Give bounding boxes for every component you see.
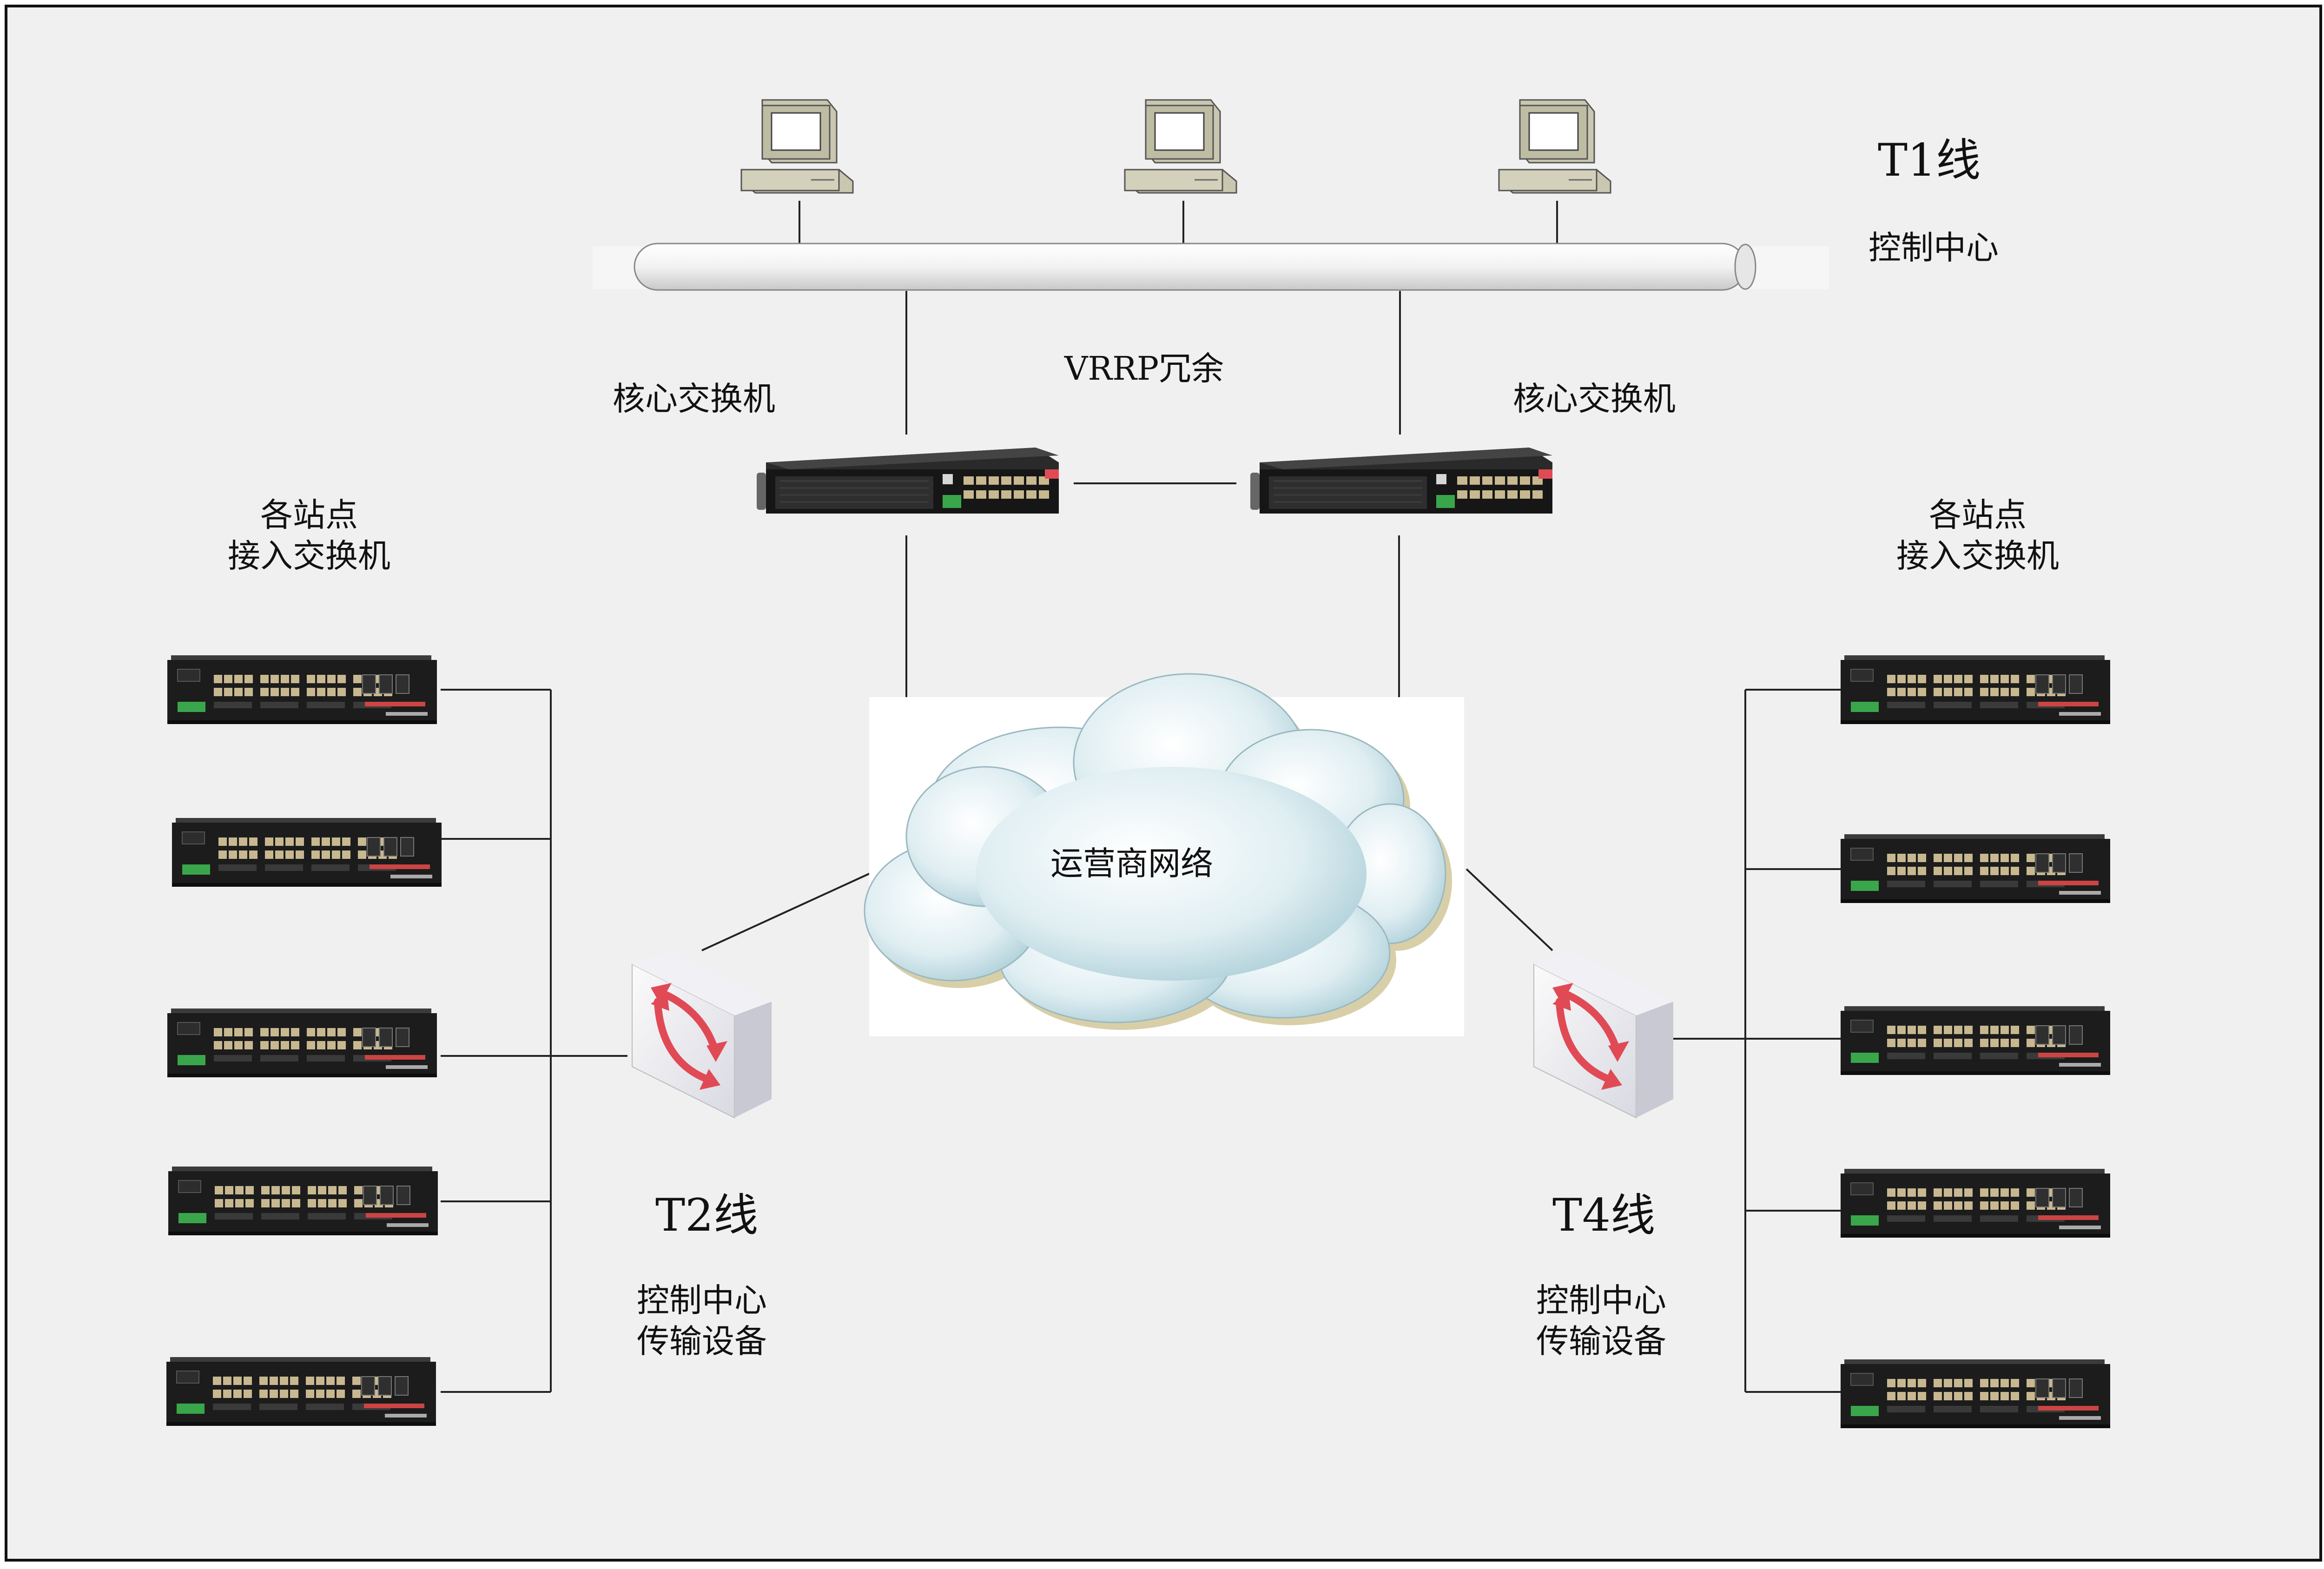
access-right-label: 各站点 接入交换机 bbox=[1887, 495, 2068, 576]
access-switch-group bbox=[166, 655, 2110, 1428]
rack-switch-icon bbox=[1250, 448, 1552, 514]
access-left-line-1: 各站点 bbox=[260, 496, 358, 534]
cloud-t2-link bbox=[701, 873, 870, 951]
control-center-bus bbox=[593, 243, 1829, 291]
cloud-t4-link bbox=[1466, 868, 1553, 951]
t4-center-line-1: 控制中心 bbox=[1536, 1281, 1666, 1319]
industrial-switch-icon bbox=[1841, 1169, 2110, 1238]
industrial-switch-icon bbox=[167, 1009, 437, 1077]
industrial-switch-icon bbox=[167, 655, 437, 724]
carrier-network-label: 运营商网络 bbox=[1050, 844, 1213, 883]
optical-transmission-icon bbox=[632, 950, 772, 1119]
industrial-switch-icon bbox=[168, 1167, 438, 1235]
t4-center-label: 控制中心 传输设备 bbox=[1527, 1280, 1676, 1362]
t2-center-line-1: 控制中心 bbox=[637, 1281, 767, 1319]
computer-icon bbox=[1498, 99, 1611, 194]
t1-line-label: T1线 bbox=[1878, 134, 1981, 186]
vrrp-label: VRRP冗余 bbox=[1064, 349, 1224, 388]
t2-center-line-2: 传输设备 bbox=[637, 1322, 767, 1360]
access-right-line-1: 各站点 bbox=[1929, 496, 2027, 534]
industrial-switch-icon bbox=[1841, 834, 2110, 903]
access-left-line-2: 接入交换机 bbox=[228, 536, 390, 575]
t4-line-label: T4线 bbox=[1552, 1189, 1656, 1241]
computer-icon bbox=[1124, 99, 1237, 194]
computer-icon bbox=[740, 99, 854, 194]
t2-center-label: 控制中心 传输设备 bbox=[627, 1280, 776, 1362]
industrial-switch-icon bbox=[1841, 655, 2110, 724]
access-left-label: 各站点 接入交换机 bbox=[218, 495, 400, 576]
t4-center-line-2: 传输设备 bbox=[1536, 1322, 1666, 1360]
industrial-switch-icon bbox=[1841, 1006, 2110, 1075]
industrial-switch-icon bbox=[1841, 1359, 2110, 1428]
rack-switch-icon bbox=[757, 448, 1059, 514]
core-switch-right-label: 核心交换机 bbox=[1513, 380, 1676, 418]
t1-control-center-label: 控制中心 bbox=[1868, 229, 1999, 267]
cloud-icon bbox=[864, 673, 1464, 1036]
industrial-switch-icon bbox=[166, 1357, 436, 1426]
industrial-switch-icon bbox=[172, 818, 442, 887]
t2-line-label: T2线 bbox=[655, 1189, 759, 1241]
core-switch-left-label: 核心交换机 bbox=[613, 380, 775, 418]
access-right-line-2: 接入交换机 bbox=[1896, 536, 2059, 575]
optical-transmission-icon bbox=[1533, 950, 1673, 1119]
